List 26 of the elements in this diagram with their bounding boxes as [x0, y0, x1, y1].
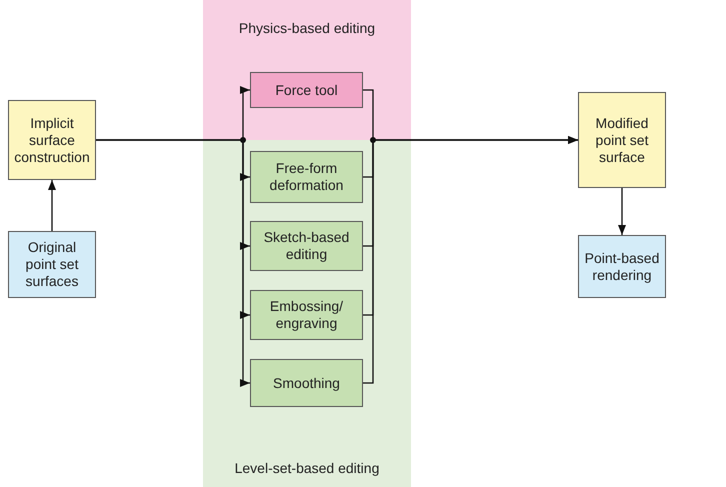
- arrow: [363, 136, 578, 384]
- group-title: Physics-based editing: [238, 20, 376, 37]
- box-label: Embossing/ engraving: [268, 298, 344, 332]
- box-label: Sketch-based editing: [262, 229, 350, 263]
- box-label: Point-based rendering: [584, 250, 660, 284]
- process-box: [250, 72, 363, 108]
- data-box: [8, 231, 96, 298]
- group-title: Level-set-based editing: [234, 460, 380, 477]
- arrow: [96, 139, 250, 387]
- box-label: Modified point set surface: [594, 114, 650, 166]
- box-label: Original point set surfaces: [24, 239, 80, 290]
- process-box: [250, 290, 363, 340]
- process-box: [250, 151, 363, 203]
- process-box: [250, 359, 363, 407]
- process-box: [8, 100, 96, 180]
- box-label: Smoothing: [273, 374, 340, 392]
- box-label: Force tool: [275, 82, 338, 98]
- group-band: [203, 0, 411, 140]
- arrow: [618, 188, 626, 235]
- box-label: Implicit surface construction: [13, 114, 91, 166]
- arrow: [48, 180, 56, 231]
- process-box: [250, 221, 363, 271]
- data-box: [578, 235, 666, 298]
- process-box: [578, 92, 666, 188]
- group-band: [203, 140, 411, 487]
- box-label: Free-form deformation: [268, 160, 344, 194]
